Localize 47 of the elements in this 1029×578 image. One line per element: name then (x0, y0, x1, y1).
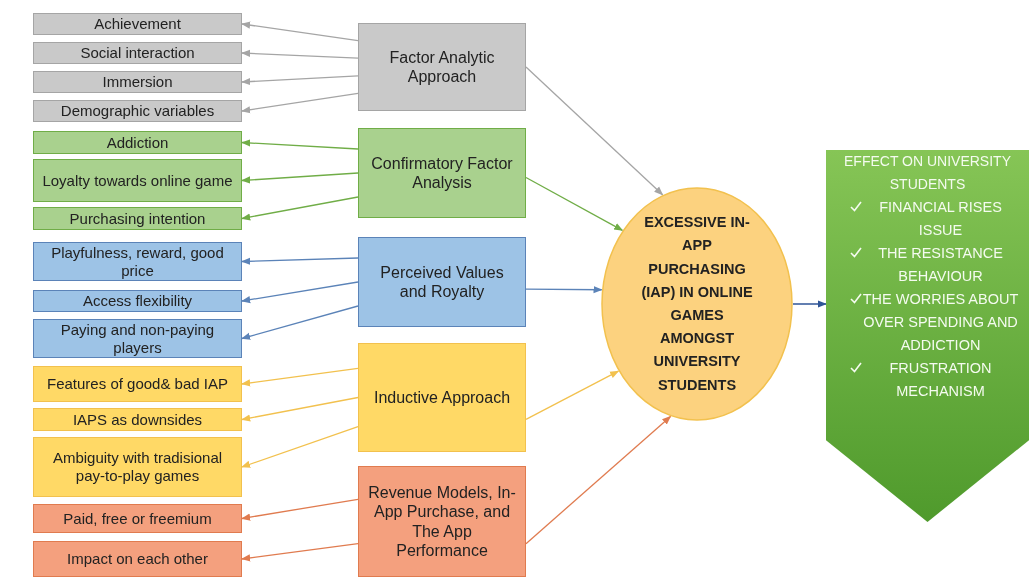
approach-box: Perceived Values and Royalty (358, 237, 526, 327)
factor-box: Addiction (33, 131, 242, 154)
factor-box: Access flexibility (33, 290, 242, 312)
arrow (525, 66, 664, 196)
arrow (241, 172, 359, 184)
effect-item: FRUSTRATION MECHANISM (888, 359, 993, 401)
arrow (241, 305, 359, 340)
factor-box: Playfulness, reward, good price (33, 242, 242, 281)
arrow (241, 425, 359, 468)
factor-box: Purchasing intention (33, 207, 242, 230)
factor-box: Achievement (33, 13, 242, 35)
factor-box: IAPS as downsides (33, 408, 242, 431)
factor-box: Loyalty towards online game (33, 159, 242, 202)
arrow (525, 286, 603, 294)
factor-box: Immersion (33, 71, 242, 93)
arrow (241, 196, 359, 221)
arrow (241, 367, 359, 387)
arrow (241, 49, 359, 59)
arrow (792, 300, 827, 308)
approach-box: Inductive Approach (358, 343, 526, 452)
approach-box: Revenue Models, In-App Purchase, and The App Performance (358, 466, 526, 577)
factor-box: Demographic variables (33, 100, 242, 122)
factor-box: Paying and non-paying players (33, 319, 242, 358)
arrow (241, 281, 359, 304)
factor-box: Ambiguity with tradisional pay-to-play games (33, 437, 242, 497)
arrow (241, 92, 359, 114)
effect-item: THE WORRIES ABOUT OVER SPENDING AND ADDICTION (861, 290, 1020, 355)
arrow (241, 75, 359, 86)
arrow (525, 176, 624, 231)
arrow (241, 396, 359, 422)
arrow (241, 21, 359, 42)
arrow (241, 257, 359, 265)
arrow (525, 370, 620, 420)
arrow (241, 139, 359, 150)
effect-item: THE RESISTANCE BEHAVIOUR (877, 244, 1004, 286)
approach-box: Factor Analytic Approach (358, 23, 526, 111)
approach-box: Confirmatory Factor Analysis (358, 128, 526, 218)
topic-text: EXCESSIVE IN-APP PURCHASING (IAP) IN ONLINE GAMES AMONGST UNIVERSITY STUDENTS (640, 213, 754, 395)
arrow (525, 415, 672, 545)
factor-box: Paid, free or freemium (33, 504, 242, 533)
arrow (241, 498, 359, 521)
factor-box: Social interaction (33, 42, 242, 64)
effect-item: FINANCIAL RISES ISSUE (878, 198, 1003, 240)
factor-box: Features of good& bad IAP (33, 366, 242, 402)
factor-box: Impact on each other (33, 541, 242, 577)
arrow (241, 543, 359, 562)
effect-heading: EFFECT ON UNIVERSITY STUDENTS (843, 152, 1012, 194)
